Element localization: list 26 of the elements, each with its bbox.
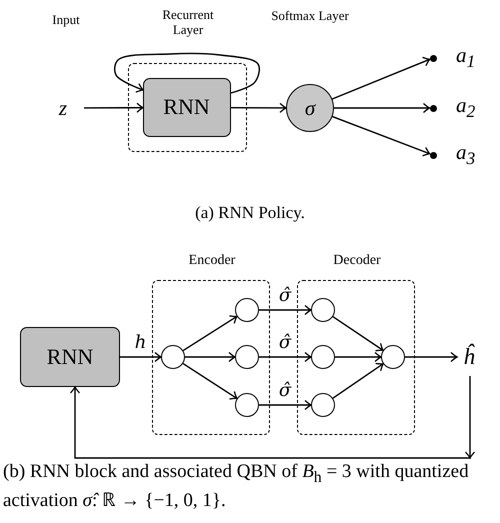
figure-caption: (b) RNN block and associated QBN of B$_{h}$ = 3 with quantized activation σ̂: ℝ → {−1, 0, 1}.: [3, 460, 470, 512]
figure-caption: (a) RNN Policy.: [194, 202, 306, 224]
output-dot: [430, 54, 436, 62]
neuron-circle: [310, 392, 334, 416]
math-label: ĥ: [457, 342, 481, 372]
neuron-circle: [160, 344, 184, 368]
layer-heading: Recurrent Layer: [161, 7, 215, 37]
neuron-circle: [234, 344, 258, 368]
rnn-block: RNN: [20, 327, 120, 387]
neuron-circle: [310, 344, 334, 368]
neuron-circle: [234, 392, 258, 416]
action-label: a$_{3}$: [456, 141, 476, 170]
neuron-circle: [234, 298, 258, 322]
layer-heading: Input: [51, 12, 81, 27]
neuron-circle: [310, 298, 334, 322]
layer-heading: Softmax Layer: [270, 8, 350, 23]
action-label: a$_{2}$: [456, 94, 476, 124]
layer-heading: Decoder: [332, 253, 382, 269]
rnn-block: RNN: [142, 78, 230, 136]
softmax-circle: σ: [286, 84, 334, 132]
output-dot: [430, 152, 436, 158]
action-label: a$_{1}$: [456, 44, 476, 74]
output-dot: [430, 104, 436, 112]
math-label: z: [50, 96, 76, 120]
neuron-circle: [380, 344, 404, 368]
layer-heading: Encoder: [188, 253, 236, 269]
